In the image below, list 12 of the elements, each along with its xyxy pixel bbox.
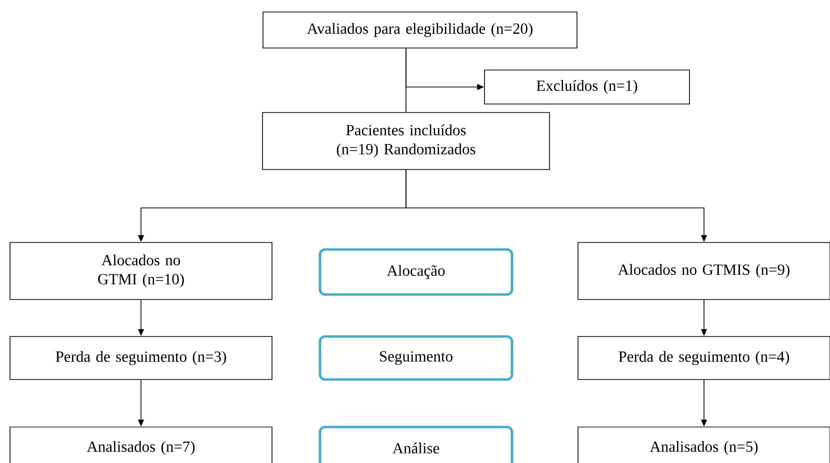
process-box: Alocados no GTMIS (n=9)	[578, 242, 830, 300]
process-box: Perda de seguimento (n=4)	[578, 336, 830, 380]
process-box: Analisados (n=7)	[10, 426, 272, 463]
phase-label-box: Alocação	[318, 248, 514, 296]
process-box: Analisados (n=5)	[578, 426, 830, 463]
phase-label-box: Análise	[318, 426, 514, 463]
process-box: Excluídos (n=1)	[484, 70, 690, 104]
process-box: Perda de seguimento (n=3)	[10, 336, 272, 380]
process-box: Pacientes incluídos (n=19) Randomizados	[262, 112, 550, 170]
process-box: Alocados no GTMI (n=10)	[10, 242, 272, 300]
process-box: Avaliados para elegibilidade (n=20)	[262, 12, 578, 48]
phase-label-box: Seguimento	[318, 335, 514, 381]
